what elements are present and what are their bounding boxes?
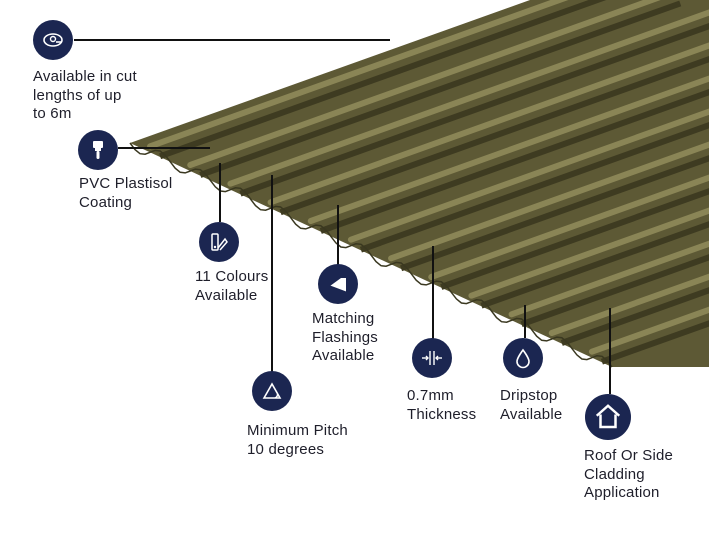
sheet-rib-crest [548, 273, 709, 336]
sheet-rib-crest [588, 306, 709, 355]
feature-label-dripstop: Dripstop Available [500, 387, 563, 423]
sheet-rib-trough [520, 254, 709, 328]
sheet-rib-trough [400, 155, 709, 272]
sheet-rib-crest [468, 207, 709, 299]
feature-label-colours: 11 Colours Available [195, 268, 269, 304]
pitch-triangle-icon [252, 371, 292, 411]
sheet-rib-trough [239, 22, 709, 197]
sheet-rib-crest [347, 108, 709, 243]
sheet-rib-crest [307, 75, 709, 224]
sheet-rib-crest [508, 240, 709, 318]
water-drop-icon [503, 338, 543, 378]
paint-brush-icon [78, 130, 118, 170]
sheet-rib-trough [560, 287, 709, 346]
feature-label-flashings: Matching Flashings Available [312, 310, 378, 364]
tape-measure-icon [33, 20, 73, 60]
sheet-rib-trough [359, 122, 709, 253]
sheet-rib-trough [480, 221, 709, 309]
feature-label-application: Roof Or Side Cladding Application [584, 447, 674, 501]
feature-label-cut-lengths: Available in cut lengths of up to 6m [33, 68, 137, 122]
sheet-rib-trough [199, 0, 682, 178]
sheet-rib-crest [227, 9, 709, 187]
sheet-rib-crest [267, 42, 709, 206]
sheet-rib-crest [147, 0, 569, 150]
house-icon [585, 394, 631, 440]
feature-label-pitch: Minimum Pitch 10 degrees [247, 422, 348, 458]
sheet-rib-trough [279, 55, 709, 216]
sheet-rib-crest [428, 174, 709, 280]
sheet-rib-trough [600, 320, 709, 365]
thickness-icon [412, 338, 452, 378]
sheet-rib-crest [187, 0, 661, 168]
sheet-rib-trough [159, 0, 607, 160]
feature-label-coating: PVC Plastisol Coating [79, 175, 173, 211]
sheet-rib-crest [388, 141, 709, 262]
colour-swatch-icon [199, 222, 239, 262]
sheet-rib-trough [319, 89, 709, 234]
flashing-icon [318, 264, 358, 304]
sheet-rib-trough [440, 188, 709, 290]
feature-label-thickness: 0.7mm Thickness [407, 387, 477, 423]
